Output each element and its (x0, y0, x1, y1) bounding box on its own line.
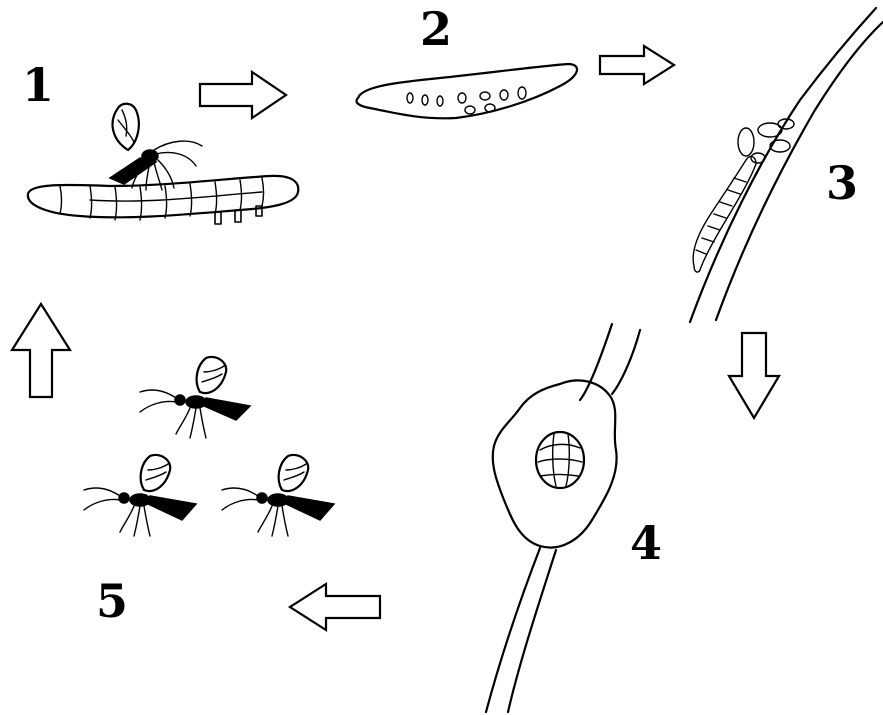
twig-with-larva (690, 8, 883, 322)
arrow-2-to-3 (600, 46, 674, 84)
wasp-ovipositing (110, 104, 202, 190)
adult-wasp-1 (140, 357, 250, 438)
adult-wasp-2 (84, 455, 196, 536)
arrow-1-to-2 (200, 72, 286, 118)
arrow-3-to-4 (729, 333, 779, 418)
arrow-5-to-1 (12, 304, 70, 397)
egg-cluster (357, 64, 578, 118)
arrow-4-to-5 (290, 584, 380, 630)
adult-wasp-3 (222, 455, 334, 536)
cocoon-on-stem (486, 324, 640, 712)
caterpillar-host (28, 176, 298, 224)
